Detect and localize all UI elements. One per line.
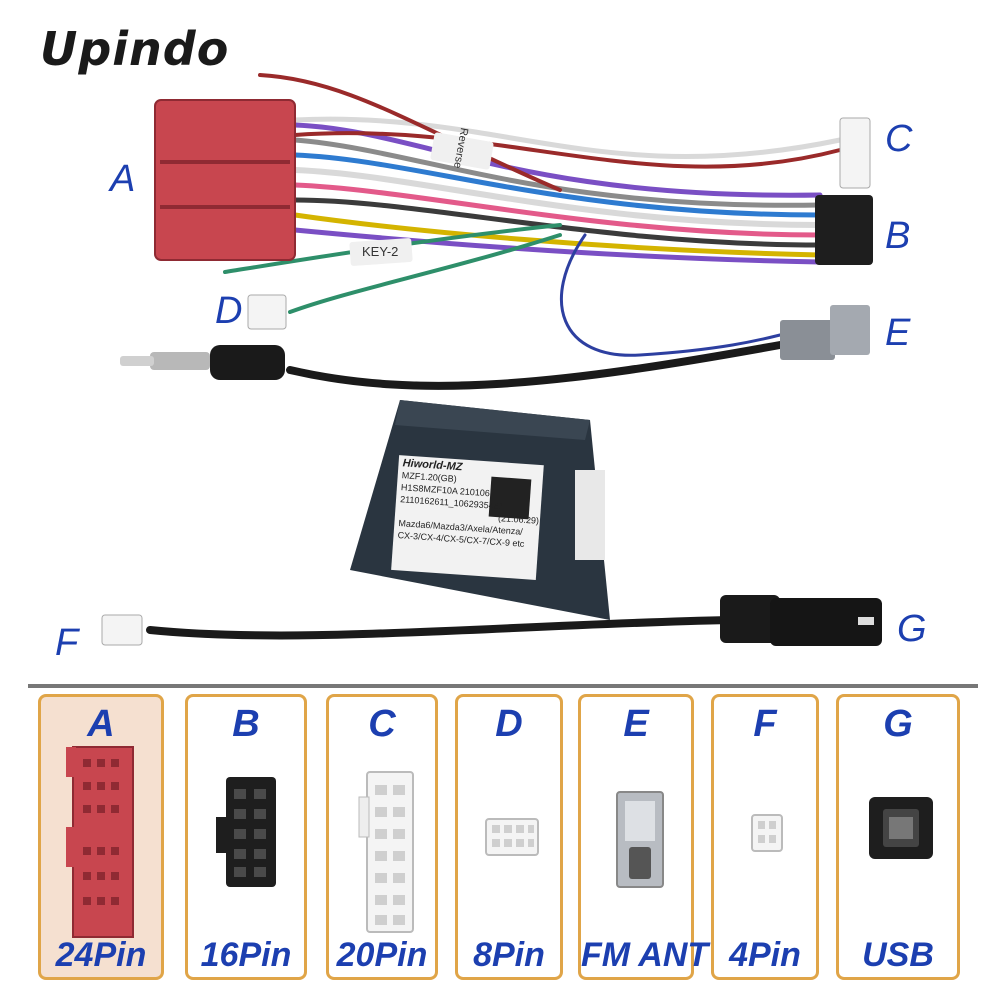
decoder-label: Hiworld-MZ MZF1.20(GB) H1S8MZF10A 210106… xyxy=(397,457,543,551)
connector-tile-c: C 20Pin xyxy=(326,694,438,980)
connector-tile-b: B 16Pin xyxy=(185,694,307,980)
connector-24pin-icon xyxy=(66,746,134,938)
callout-c: C xyxy=(885,118,913,160)
usb-connector-icon xyxy=(869,797,933,859)
callout-b: B xyxy=(885,215,911,257)
connector-tile-e: E FM ANT xyxy=(578,694,709,980)
callout-d: D xyxy=(215,290,243,332)
connector-16pin-icon xyxy=(216,777,276,887)
tile-caption: 4Pin xyxy=(729,936,801,974)
brand-logo: Upindo xyxy=(40,22,230,76)
callout-e: E xyxy=(885,312,911,354)
tile-caption: 24Pin xyxy=(55,936,147,974)
fm-antenna-connector-icon xyxy=(616,791,664,888)
tile-caption: 8Pin xyxy=(473,936,545,974)
connector-tile-d: D 8Pin xyxy=(455,694,563,980)
tile-caption: 16Pin xyxy=(200,936,292,974)
connector-8pin-icon xyxy=(485,818,539,856)
connector-tile-f: F 4Pin xyxy=(711,694,819,980)
connector-tile-a: A 24Pin xyxy=(38,694,164,980)
section-divider xyxy=(28,684,978,688)
tile-letter: D xyxy=(495,703,523,745)
connector-tile-g: G USB xyxy=(836,694,960,980)
tile-caption: FM ANT xyxy=(581,936,709,974)
tile-letter: B xyxy=(232,703,260,745)
connector-20pin-icon xyxy=(358,771,414,933)
tile-letter: A xyxy=(87,703,115,745)
tile-letter: F xyxy=(753,703,777,745)
connector-4pin-icon xyxy=(751,814,783,852)
callout-g: G xyxy=(897,608,927,650)
tile-caption: 20Pin xyxy=(336,936,428,974)
key-tag: KEY-2 xyxy=(362,244,399,259)
callout-a: A xyxy=(110,158,136,200)
tile-letter: E xyxy=(623,703,649,745)
callout-f: F xyxy=(55,622,79,664)
tile-letter: C xyxy=(368,703,396,745)
product-photo xyxy=(101,73,882,646)
tile-caption: USB xyxy=(862,936,934,974)
tile-letter: G xyxy=(883,703,913,745)
